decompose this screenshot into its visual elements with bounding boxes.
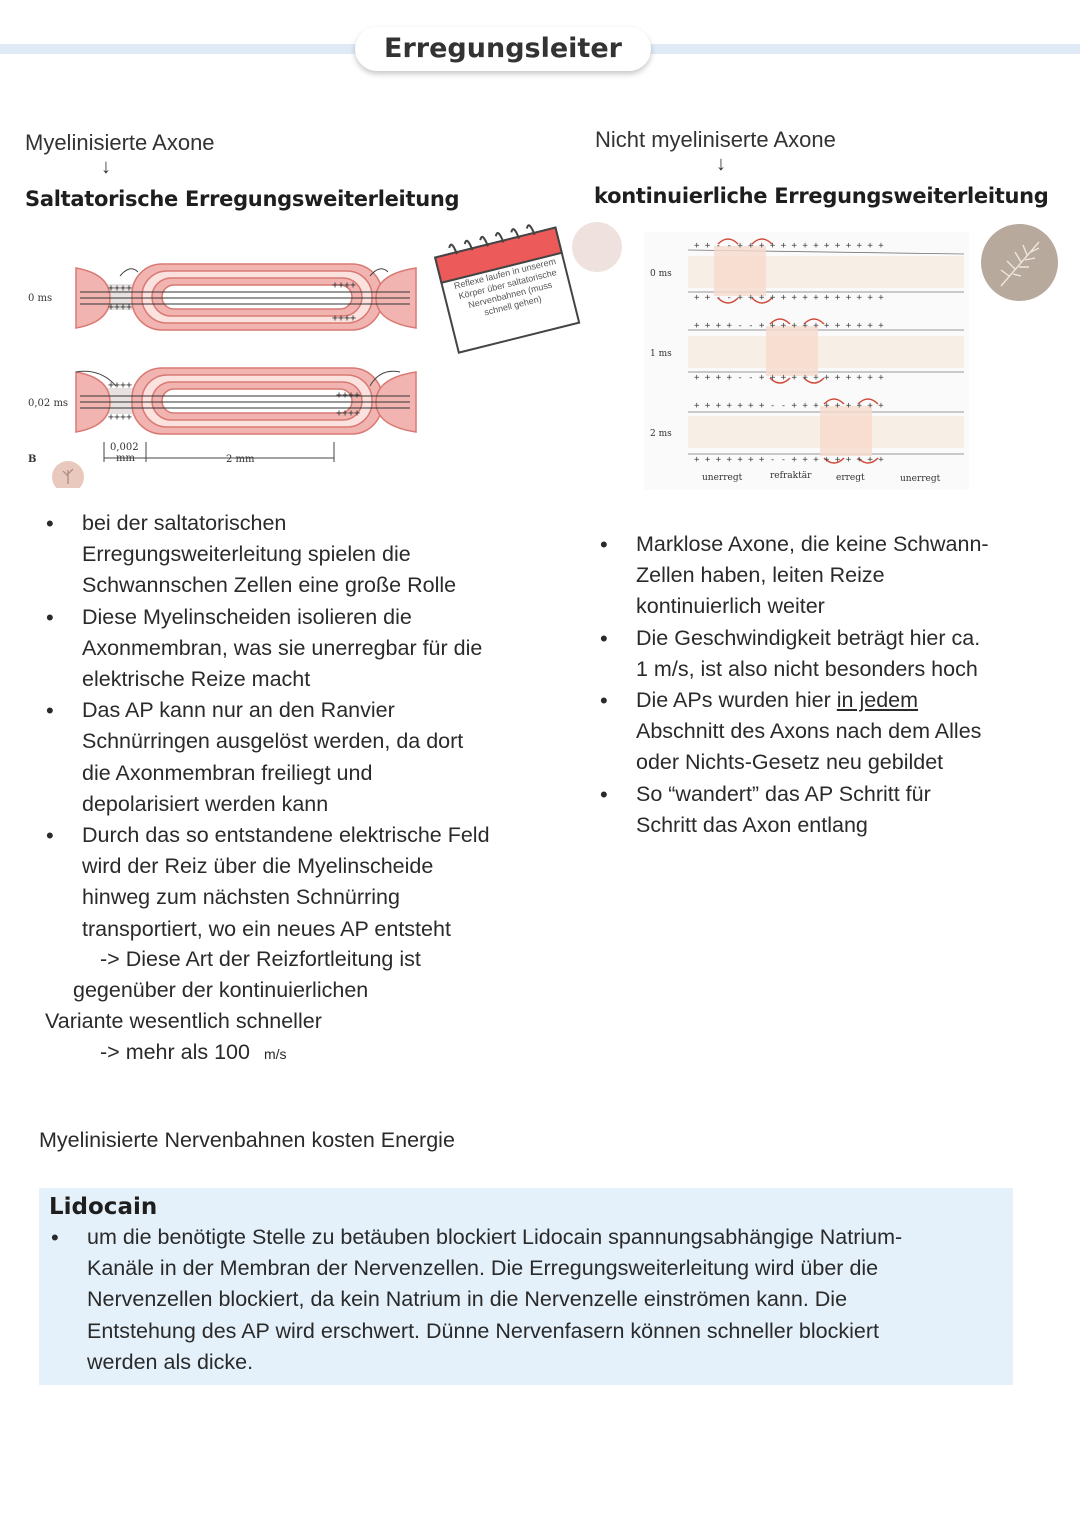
left-arrow: ↓ — [101, 156, 111, 178]
saltatory-time-1: 0,02 ms — [28, 398, 68, 409]
svg-text:++++: ++++ — [108, 283, 132, 294]
right-heading: kontinuierliche Erregungsweiterleitung — [594, 184, 1049, 208]
memo-note — [433, 224, 581, 354]
left-subtitle: Myelinisierte Axone — [25, 130, 215, 155]
list-item: • Die APs wurden hier in jedem Abschnitt… — [600, 688, 982, 775]
flower-sticker-small-icon — [572, 222, 622, 272]
scale-small-unit: mm — [116, 453, 135, 464]
list-item: • Durch das so entstandene elektrische F… — [46, 823, 490, 941]
conclusion-1: -> Diese Art der Reizfortleitung ist — [100, 947, 421, 971]
saltatory-figure: ++++ ++++ ++++ ++++ 0 ms ++++ ++++ ++++ … — [28, 263, 417, 488]
continuous-time-0: 0 ms — [650, 269, 672, 279]
lidocain-text: um die benötigte Stelle zu betäuben bloc… — [87, 1225, 903, 1374]
lidocain-box: Lidocain • um die benötigte Stelle zu be… — [39, 1188, 1013, 1385]
svg-text:+ + + + - - + + + + + + + + +: + + + + - - + + + + + + + + + + + + — [694, 321, 884, 331]
svg-text:+ + + + - - + + + + + + + + +: + + + + - - + + + + + + + + + + + + — [694, 373, 884, 383]
scale-large: 2 mm — [226, 454, 255, 465]
svg-text:+ + - - + + + + + + + + + + +: + + - - + + + + + + + + + + + + + + — [694, 293, 884, 303]
list-item: • Marklose Axone, die keine Schwann-Zell… — [600, 532, 989, 619]
svg-text:++++: ++++ — [108, 412, 132, 423]
svg-text:+ + - - + + + + + + + + + + +: + + - - + + + + + + + + + + + + + + — [694, 241, 884, 251]
svg-text:++++: ++++ — [332, 313, 356, 324]
state-label-2: refraktär — [770, 471, 812, 481]
state-label-4: unerregt — [900, 474, 941, 484]
conclusion-4: -> mehr als 100 m/s — [100, 1040, 287, 1064]
continuous-figure: + + - - + + + + + + + + + + + + + + + + … — [644, 232, 969, 490]
list-item: • Die Geschwindigkeit beträgt hier ca.1 … — [600, 625, 981, 681]
svg-text:+ + + + + + + - - + + + + + +: + + + + + + + - - + + + + + + + + + — [694, 401, 884, 411]
svg-text:++++: ++++ — [332, 280, 356, 291]
conclusion-3: Variante wesentlich schneller — [45, 1009, 322, 1033]
svg-text:++++: ++++ — [336, 408, 360, 419]
state-label-3: erregt — [836, 473, 865, 483]
left-heading: Saltatorische Erregungsweiterleitung — [25, 187, 460, 211]
right-subtitle: Nicht myeliniserte Axone — [595, 127, 836, 152]
svg-text:++++: ++++ — [336, 390, 360, 401]
energy-note: Myelinisierte Nervenbahnen kosten Energi… — [39, 1128, 455, 1152]
saltatory-time-0: 0 ms — [28, 293, 52, 304]
state-label-1: unerregt — [702, 473, 743, 483]
page-title: Erregungsleiter — [355, 27, 651, 71]
continuous-time-1: 1 ms — [650, 349, 672, 359]
title-band-right — [648, 44, 1080, 54]
continuous-time-2: 2 ms — [650, 429, 672, 439]
lidocain-heading: Lidocain — [49, 1194, 158, 1220]
conclusion-2: gegenüber der kontinuierlichen — [73, 978, 369, 1002]
speed-unit: m/s — [263, 1046, 287, 1062]
saltatory-panel-label: B — [28, 454, 36, 465]
lidocain-bullet: • — [51, 1225, 59, 1250]
scale-small: 0,002 — [110, 442, 139, 453]
plant-sticker-icon — [981, 224, 1058, 301]
right-bullet-list: • Marklose Axone, die keine Schwann-Zell… — [600, 529, 1056, 841]
svg-text:++++: ++++ — [108, 302, 132, 313]
right-arrow: ↓ — [716, 153, 726, 175]
title-band-left — [0, 44, 360, 54]
svg-text:++++: ++++ — [108, 380, 132, 391]
svg-text:+ + + + + + + - - + + + + + +: + + + + + + + - - + + + + + + + + + — [694, 455, 884, 465]
